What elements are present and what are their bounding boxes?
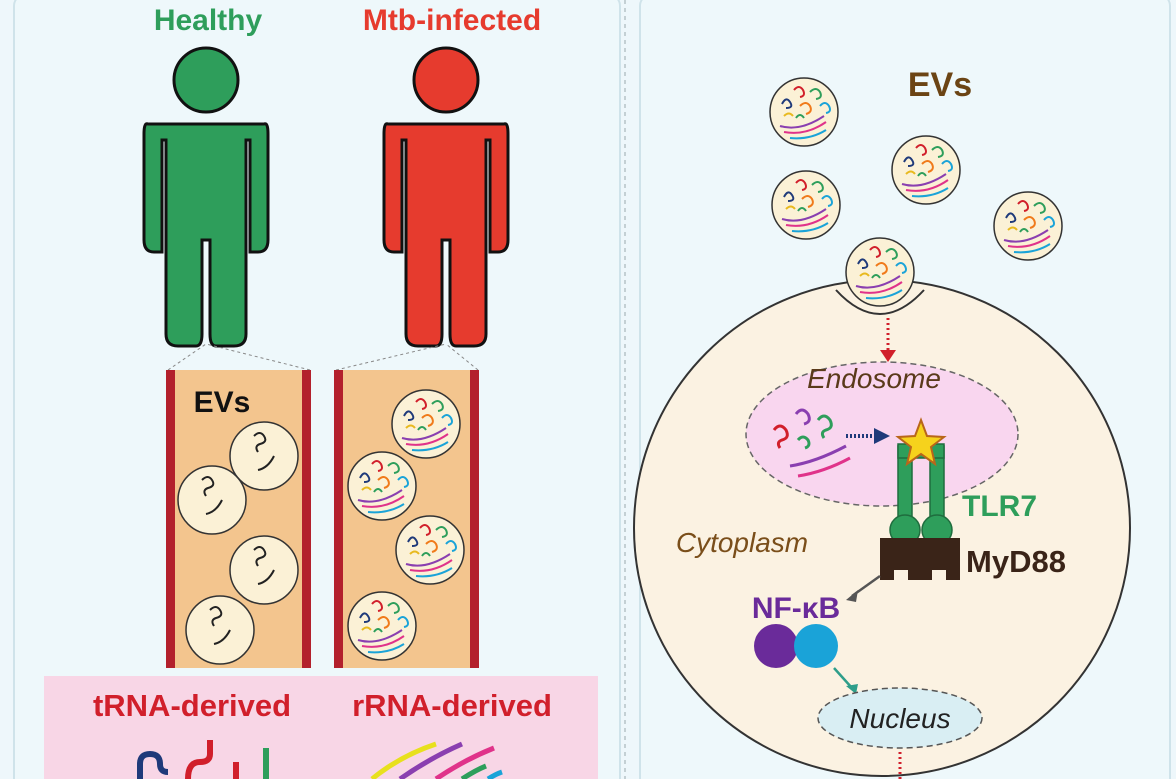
tlr7-label: TLR7 [962,490,1037,523]
endosome-rna-icon [772,408,851,478]
right-evs-label: EVs [908,66,972,104]
infected-label: Mtb-infected [363,4,541,37]
ev-vesicle-icon [769,77,839,147]
trna-fragments-icon [137,740,269,779]
membrane-invagination [835,289,925,315]
zoom-line [445,343,479,371]
ev-vesicle-icon [391,389,461,459]
ev-vesicle-icon [185,595,255,665]
rna-legend-box [44,676,598,779]
endosome-label: Endosome [807,363,941,394]
zoom-line [167,343,207,371]
cytoplasm-label: Cytoplasm [676,527,808,558]
ev-vesicle-icon [177,465,247,535]
uptake-arrow-head [880,350,896,362]
signal-arrow-head [846,590,858,602]
ev-vesicle-icon [347,451,417,521]
zoom-line [335,343,447,371]
nfkb-subunit-icon [754,624,798,668]
left-panel [13,0,621,779]
translocation-arrow-head [846,684,858,694]
ligand-star-icon [895,417,947,467]
nfkb-label: NF-κB [752,592,840,625]
nucleus [817,687,983,749]
entering-ev-icon [845,237,915,307]
rrna-derived-label: rRNA-derived [352,688,552,723]
ev-vesicle-icon [993,191,1063,261]
nfkb-subunit-icon [794,624,838,668]
ligand-arrow-head [874,428,890,444]
ev-vesicle-icon [395,515,465,585]
ev-vesicle-icon [891,135,961,205]
healthy-label: Healthy [154,4,263,37]
myd88-label: MyD88 [966,544,1066,579]
ev-vesicle-icon [347,591,417,661]
translocation-arrow [833,667,853,689]
myd88-adaptor-icon [880,538,960,580]
trna-derived-label: tRNA-derived [93,688,291,723]
rrna-fragments-icon [370,741,503,779]
ev-vesicle-icon [229,535,299,605]
ev-vesicle-icon [771,170,841,240]
nucleus-label: Nucleus [849,703,950,734]
vessel-evs-label: EVs [194,386,251,419]
